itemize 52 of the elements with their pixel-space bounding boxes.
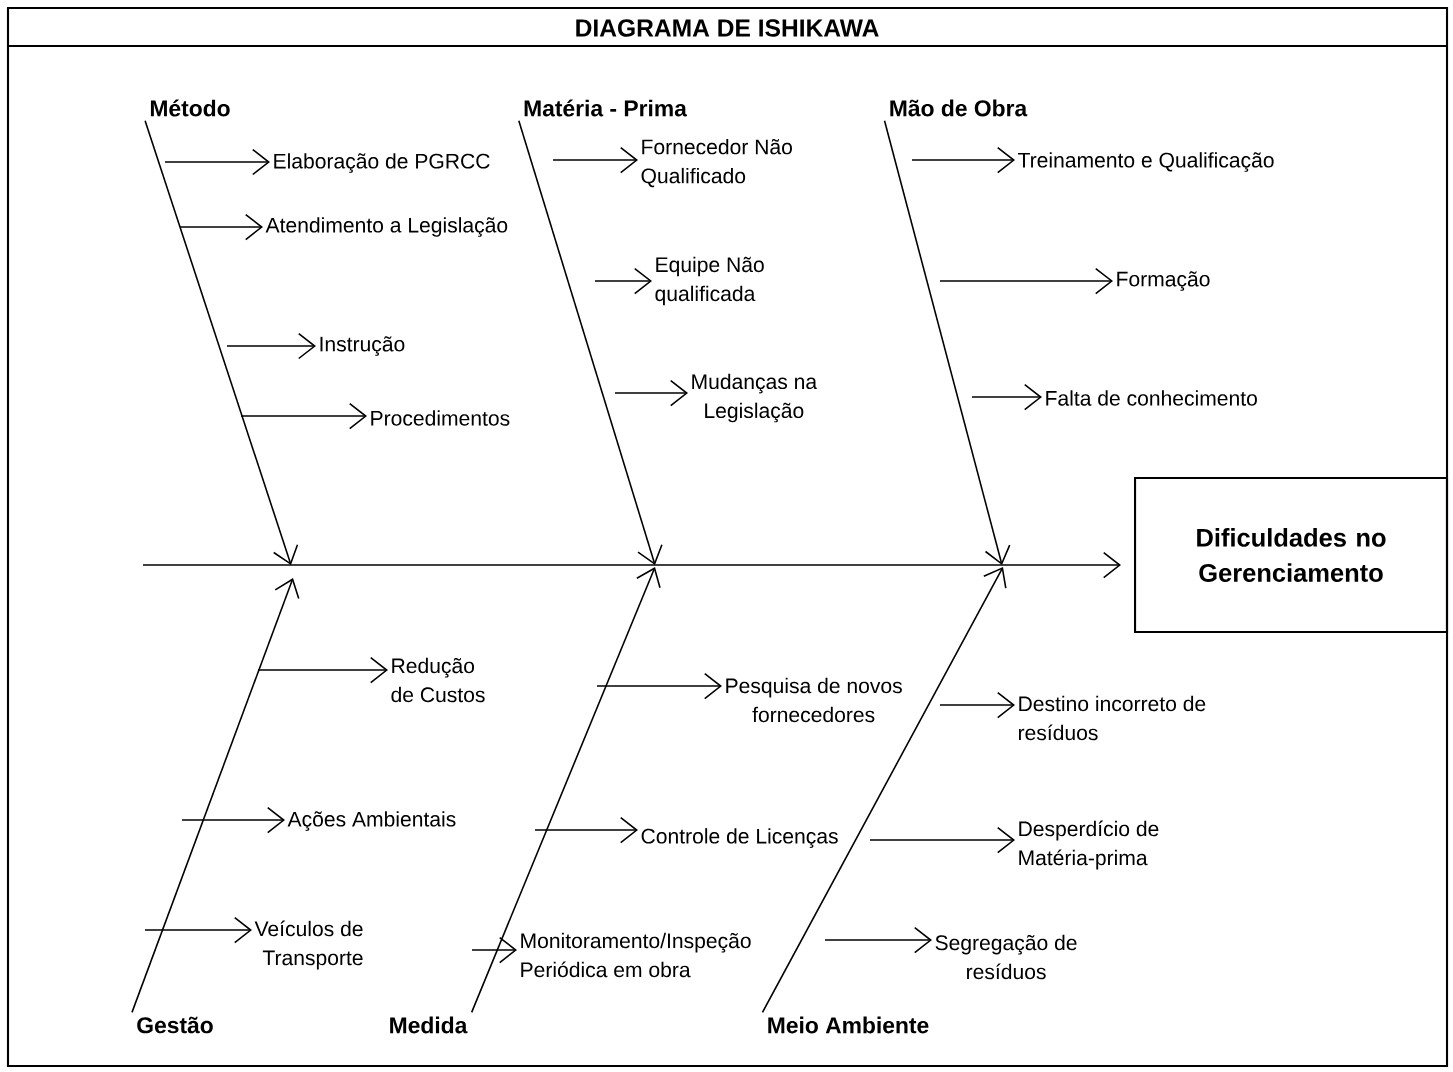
cause-label: Procedimentos	[371, 410, 510, 426]
arrow	[534, 816, 638, 844]
arrow	[257, 656, 388, 684]
arrow	[181, 806, 285, 834]
cause-label: Segregação de resíduos	[935, 934, 1077, 980]
cause-label: Monitoramento/Inspeção Periódica em obra	[521, 932, 751, 978]
category-label: Gestão	[137, 1016, 213, 1034]
category-label: Mão de Obra	[890, 99, 1028, 117]
arrow	[939, 267, 1113, 295]
cause-label: Equipe Não qualificada	[655, 256, 764, 306]
arrow	[226, 332, 316, 360]
arrow	[179, 213, 263, 241]
cause-label: Veículos de Transporte	[254, 920, 363, 970]
cause-label: Formação	[1117, 271, 1210, 291]
cause-label: Fornecedor Não Qualificado	[641, 138, 792, 188]
cause-label: Elaboração de PGRCC	[274, 153, 490, 173]
cause-label: Atendimento a Legislação	[265, 217, 508, 237]
bone-arrow	[144, 120, 299, 565]
category-label: Matéria - Prima	[524, 99, 687, 117]
category-label: Meio Ambiente	[768, 1016, 929, 1034]
category-label: Método	[150, 99, 230, 117]
arrow	[144, 916, 252, 944]
cause-label: Falta de conhecimento	[1046, 390, 1257, 406]
cause-label: Instrução	[320, 336, 405, 356]
cause-label: Ações Ambientais	[287, 811, 456, 831]
bone-arrow	[131, 578, 300, 1014]
cause-label: Desperdício de Matéria-prima	[1019, 820, 1159, 870]
arrow	[911, 146, 1015, 174]
bone-arrow	[883, 119, 1011, 565]
cause-label: Controle de Licenças	[641, 828, 838, 848]
spine-arrow	[142, 551, 1121, 579]
arrow	[824, 926, 932, 954]
bone-arrow	[761, 567, 1007, 1014]
arrow	[869, 826, 1015, 854]
cause-label: Redução de Custos	[391, 657, 485, 703]
arrow	[552, 146, 638, 174]
effect-box: Dificuldades no Gerenciamento	[1134, 476, 1449, 634]
bone-arrow	[470, 567, 661, 1014]
arrow	[939, 691, 1015, 719]
bone-arrow	[518, 120, 663, 565]
cause-label: Mudanças na Legislação	[692, 373, 818, 423]
arrow	[594, 267, 652, 295]
title: DIAGRAMA DE ISHIKAWA	[576, 19, 879, 37]
arrow	[971, 383, 1042, 411]
cause-label: Destino incorreto de resíduos	[1018, 695, 1206, 741]
arrow	[596, 672, 722, 700]
arrow	[240, 402, 367, 430]
arrow	[164, 148, 270, 176]
arrow	[614, 379, 688, 407]
cause-label: Treinamento e Qualificação	[1018, 152, 1274, 172]
category-label: Medida	[390, 1016, 468, 1034]
cause-label: Pesquisa de novos fornecedores	[726, 677, 902, 723]
